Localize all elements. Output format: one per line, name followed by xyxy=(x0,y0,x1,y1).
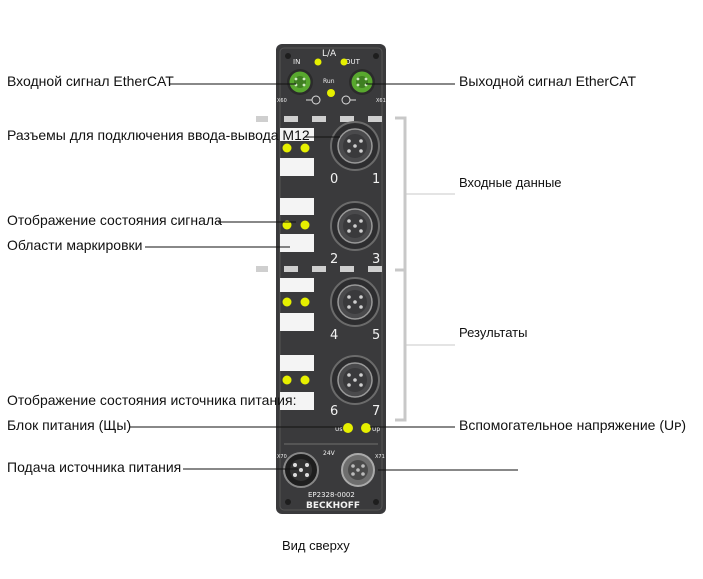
m12-connector xyxy=(330,277,380,327)
signal-led xyxy=(282,375,292,385)
x60-label: X60 xyxy=(277,98,287,104)
label-power-status-title: Отображение состояния источника питания: xyxy=(7,392,297,408)
signal-led xyxy=(282,220,292,230)
x61-label: X61 xyxy=(376,98,386,104)
run-label: Run xyxy=(323,78,335,85)
v24-label: 24V xyxy=(323,450,336,457)
figure-caption: Вид сверху xyxy=(282,538,350,553)
run-led xyxy=(327,89,335,97)
mounting-hole-bottom-left xyxy=(285,499,291,505)
marking-strip xyxy=(280,392,314,410)
label-aux-voltage: Вспомогательное напряжение (Uᴘ) xyxy=(459,417,687,433)
out-label: OUT xyxy=(345,58,361,66)
mounting-hole-top-left xyxy=(285,53,291,59)
label-marking-areas: Области маркировки xyxy=(7,237,143,253)
model-label: EP2328-0002 xyxy=(308,491,355,499)
channel-label-5: 5 xyxy=(372,328,380,343)
ethernet-in-icon xyxy=(306,95,321,105)
signal-led xyxy=(300,375,310,385)
label-ethercat-in: Входной сигнал EtherCAT xyxy=(7,73,174,89)
la-in-led xyxy=(314,58,322,66)
ethernet-out-icon xyxy=(341,95,356,105)
la-out-led xyxy=(340,58,348,66)
outputs-bracket xyxy=(395,268,407,422)
label-outputs: Результаты xyxy=(459,325,528,340)
x70-label: X70 xyxy=(277,454,287,460)
m12-connector xyxy=(330,121,380,171)
marking-strip xyxy=(280,198,314,215)
ethercat-in-connector xyxy=(287,69,313,95)
mounting-hole-bottom-right xyxy=(373,499,379,505)
signal-led xyxy=(282,297,292,307)
marking-strip xyxy=(280,234,314,252)
marking-strip xyxy=(280,313,314,331)
signal-led xyxy=(300,220,310,230)
separator-marks xyxy=(256,116,382,272)
channel-label-1: 1 xyxy=(372,172,380,187)
label-power-supply: Блок питания (Щы) xyxy=(7,417,132,433)
channel-label-6: 6 xyxy=(330,404,338,419)
label-inputs: Входные данные xyxy=(459,175,562,190)
marking-strip xyxy=(280,355,314,371)
label-signal-status: Отображение состояния сигнала xyxy=(7,212,222,228)
ethercat-out-connector xyxy=(349,69,375,95)
power-out-connector xyxy=(341,453,375,487)
power-led-up xyxy=(361,423,371,433)
channel-label-4: 4 xyxy=(330,328,338,343)
label-ethercat-out: Выходной сигнал EtherCAT xyxy=(459,73,637,89)
in-label: IN xyxy=(293,58,300,66)
signal-led xyxy=(300,143,310,153)
mounting-hole-top-right xyxy=(373,53,379,59)
marking-strip xyxy=(280,128,314,141)
channel-label-0: 0 xyxy=(330,172,338,187)
label-power-feed: Подача источника питания xyxy=(7,459,182,475)
channel-label-7: 7 xyxy=(372,404,380,419)
inputs-bracket xyxy=(395,116,407,272)
signal-led xyxy=(282,143,292,153)
x71-label: X71 xyxy=(375,454,385,460)
up-label: Up xyxy=(372,426,380,433)
us-label: Us xyxy=(335,426,343,433)
label-m12-connectors: Разъемы для подключения ввода-вывода M12 xyxy=(7,127,310,143)
channel-label-2: 2 xyxy=(330,252,338,267)
power-in-connector xyxy=(283,452,319,488)
marking-strip xyxy=(280,278,314,292)
m12-connector xyxy=(330,201,380,251)
la-label: L/A xyxy=(322,49,337,59)
marking-strip xyxy=(280,158,314,176)
signal-led xyxy=(300,297,310,307)
m12-connector xyxy=(330,355,380,405)
channel-label-3: 3 xyxy=(372,252,380,267)
power-led-us xyxy=(343,423,353,433)
brand-label: BECKHOFF xyxy=(306,501,360,511)
